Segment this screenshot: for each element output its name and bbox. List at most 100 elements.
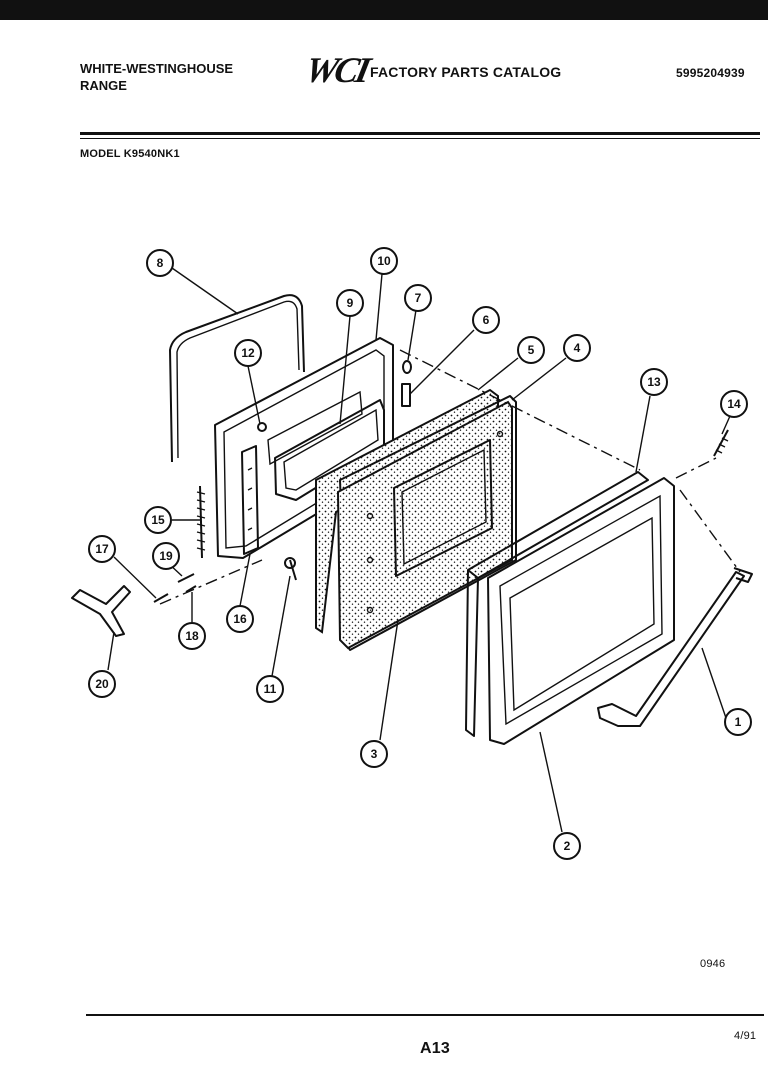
callout-17-label: 17 — [95, 542, 109, 556]
panel-hole-3 — [366, 606, 374, 614]
leader-6 — [409, 329, 475, 395]
bracket-6 — [401, 383, 411, 407]
screw-12 — [257, 422, 267, 432]
leader-13 — [635, 395, 651, 473]
screw-11-head — [284, 557, 296, 569]
inner-liner-window — [267, 390, 363, 466]
callout-4: 4 — [563, 334, 591, 362]
leader-9 — [339, 315, 351, 425]
door-frame — [487, 477, 675, 745]
glass-seal-side — [465, 569, 479, 737]
leader-12 — [247, 365, 261, 425]
brand-block: WHITE-WESTINGHOUSE RANGE — [80, 60, 233, 94]
door-gasket — [169, 294, 305, 463]
panel-hole-1 — [366, 512, 374, 520]
callout-3: 3 — [360, 740, 388, 768]
leader-7 — [407, 309, 417, 361]
assembly-line-2 — [679, 489, 741, 573]
outer-panel-window-inner — [401, 448, 487, 566]
screw-11 — [289, 559, 297, 581]
handle-screw — [713, 429, 729, 457]
callout-19: 19 — [152, 542, 180, 570]
leader-10 — [375, 273, 383, 341]
callout-13: 13 — [640, 368, 668, 396]
leader-17 — [113, 556, 157, 599]
callout-12-label: 12 — [241, 346, 255, 360]
door-hinge — [241, 445, 259, 555]
callout-2: 2 — [553, 832, 581, 860]
callout-18-label: 18 — [185, 629, 199, 643]
leader-8 — [171, 267, 239, 315]
header-rule-thin — [80, 138, 760, 139]
panel-hole-4 — [496, 430, 504, 438]
window-pack-inner — [283, 408, 379, 491]
hinge-lever — [71, 585, 131, 637]
handle-end — [733, 567, 753, 583]
callout-11: 11 — [256, 675, 284, 703]
catalog-number: 5995204939 — [676, 66, 745, 80]
callout-12: 12 — [234, 339, 262, 367]
top-border-bar — [0, 0, 768, 20]
screw-18 — [185, 585, 197, 593]
callout-6: 6 — [472, 306, 500, 334]
assembly-line-3 — [159, 559, 263, 605]
brand-name: WHITE-WESTINGHOUSE — [80, 61, 234, 76]
clip-7 — [402, 360, 412, 374]
assembly-line-1 — [399, 349, 641, 471]
callout-7: 7 — [404, 284, 432, 312]
door-glass — [509, 516, 655, 712]
leader-14 — [721, 415, 731, 435]
callout-1: 1 — [724, 708, 752, 736]
assembly-line-4 — [675, 457, 717, 479]
hinge-spring-coils — [196, 491, 206, 551]
leader-16 — [239, 553, 251, 607]
callout-8-label: 8 — [157, 256, 164, 270]
callout-10: 10 — [370, 247, 398, 275]
diagram-code: 0946 — [700, 958, 726, 970]
panel-hole-2 — [366, 556, 374, 564]
hinge-spring — [199, 485, 203, 559]
callout-9-label: 9 — [347, 296, 354, 310]
outer-door-panel-front — [336, 400, 513, 650]
glass-seal — [467, 471, 649, 579]
leader-11 — [271, 575, 291, 677]
outer-panel-window — [393, 439, 493, 577]
callout-1-label: 1 — [735, 715, 742, 729]
callout-11-label: 11 — [264, 682, 277, 696]
footer-rule — [86, 1014, 764, 1016]
callout-20-label: 20 — [95, 677, 109, 691]
handle-screw-thread — [715, 437, 729, 454]
callout-16: 16 — [226, 605, 254, 633]
callout-2-label: 2 — [564, 839, 571, 853]
leader-2 — [539, 731, 563, 833]
callout-18: 18 — [178, 622, 206, 650]
callout-7-label: 7 — [415, 291, 422, 305]
screw-19 — [177, 573, 195, 583]
leader-20 — [107, 631, 115, 671]
catalog-title: FACTORY PARTS CATALOG — [370, 64, 562, 80]
leader-3 — [379, 619, 399, 741]
callout-15: 15 — [144, 506, 172, 534]
door-hinge-detail — [247, 467, 253, 531]
leader-4 — [511, 357, 567, 401]
callout-5-label: 5 — [528, 343, 535, 357]
callout-6-label: 6 — [483, 313, 490, 327]
door-gasket-inner — [176, 300, 300, 459]
callout-16-label: 16 — [233, 612, 247, 626]
callout-15-label: 15 — [151, 513, 165, 527]
callout-14-label: 14 — [727, 397, 741, 411]
revision-date: 4/91 — [734, 1030, 757, 1042]
callout-10-label: 10 — [377, 254, 391, 268]
callout-20: 20 — [88, 670, 116, 698]
screw-17 — [153, 593, 169, 603]
callout-17: 17 — [88, 535, 116, 563]
leader-1 — [701, 647, 727, 719]
door-handle — [597, 571, 745, 727]
callout-14: 14 — [720, 390, 748, 418]
header-rule-thick — [80, 132, 760, 135]
product-type: RANGE — [80, 78, 127, 93]
callout-13-label: 13 — [647, 375, 661, 389]
door-frame-inner — [499, 494, 663, 726]
callout-19-label: 19 — [159, 549, 173, 563]
